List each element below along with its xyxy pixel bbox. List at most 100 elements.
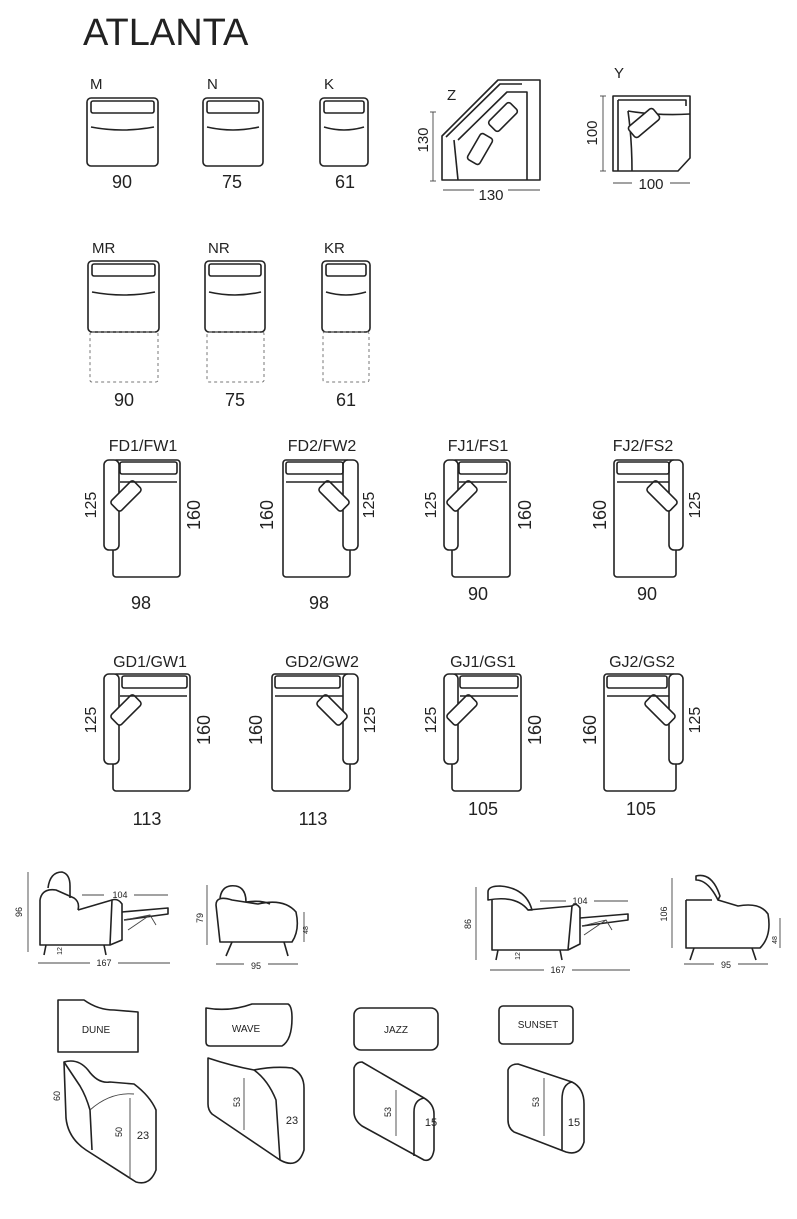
module-code: KR (324, 240, 345, 257)
corner-width: 130 (478, 187, 503, 204)
module-m: M 90 (86, 76, 159, 192)
chaise-gj1-gs1: GJ1/GS1 125 160 105 (423, 654, 545, 819)
chaise-right-dim: 160 (194, 715, 214, 745)
module-code: GD2/GW2 (285, 654, 359, 671)
arm-depth: 23 (137, 1130, 149, 1142)
chaise-width: 105 (468, 799, 498, 819)
arm-name: DUNE (82, 1025, 111, 1036)
chaise-right-dim: 125 (362, 707, 379, 734)
arm-height: 53 (383, 1107, 393, 1117)
side-view-chair-2: 106 48 95 (659, 874, 781, 970)
side-seat-height: 48 (303, 926, 310, 934)
arm-height: 60 (52, 1091, 62, 1101)
module-code: FD2/FW2 (288, 438, 357, 455)
arm-height: 53 (232, 1097, 242, 1107)
module-code: K (324, 76, 334, 93)
arm-jazz: JAZZ 53 15 (353, 1007, 439, 1162)
chaise-right-dim: 160 (525, 715, 545, 745)
chaise-width: 98 (131, 593, 151, 613)
chaise-fd2-fw2: FD2/FW2 160 125 98 (257, 438, 378, 613)
side-length: 167 (550, 965, 565, 975)
module-width: 90 (114, 390, 134, 410)
arm-name: SUNSET (518, 1020, 559, 1031)
module-width: 75 (225, 390, 245, 410)
side-seat: 12 (57, 947, 64, 955)
module-width: 75 (222, 172, 242, 192)
page-title: ATLANTA (83, 12, 249, 54)
module-code: M (90, 76, 103, 93)
corner-depth: 130 (415, 127, 432, 152)
module-n: N 75 (202, 76, 264, 192)
side-length: 167 (96, 958, 111, 968)
module-width: 61 (336, 390, 356, 410)
module-code: NR (208, 240, 230, 257)
chaise-width: 113 (133, 809, 162, 829)
module-code: N (207, 76, 218, 93)
side-seat-height: 48 (772, 936, 779, 944)
side-length: 95 (721, 960, 731, 970)
arm-dune: DUNE 60 50 23 (52, 999, 157, 1184)
arm-inner: 50 (114, 1127, 124, 1137)
chaise-right-dim: 160 (515, 500, 535, 530)
arm-depth: 23 (286, 1115, 298, 1127)
corner-module-z: Z 130 130 (415, 79, 541, 204)
side-view-chair-1: 79 48 95 (195, 884, 310, 971)
module-k: K 61 (319, 76, 369, 192)
module-width: 61 (335, 172, 355, 192)
side-length: 95 (251, 961, 261, 971)
module-code: GD1/GW1 (113, 654, 187, 671)
chaise-fj1-fs1: FJ1/FS1 125 160 90 (423, 438, 535, 604)
chaise-gd2-gw2: GD2/GW2 160 125 113 (246, 654, 379, 829)
chaise-left-dim: 125 (83, 707, 100, 734)
module-code: FJ2/FS2 (613, 438, 674, 455)
chaise-width: 113 (299, 809, 328, 829)
corner-depth: 100 (584, 120, 601, 145)
side-reclined: 104 (112, 890, 127, 900)
side-height: 96 (14, 907, 24, 917)
arm-name: WAVE (232, 1024, 261, 1035)
module-code: MR (92, 240, 115, 257)
arm-wave: WAVE 53 23 (205, 1003, 305, 1165)
chaise-left-dim: 160 (580, 715, 600, 745)
side-view-recliner-2: 86 104 12 167 (463, 885, 630, 975)
chaise-left-dim: 160 (257, 500, 277, 530)
corner-module-y: Y 100 100 (584, 65, 691, 193)
module-code: Y (614, 65, 624, 82)
side-reclined: 104 (572, 896, 587, 906)
arm-depth: 15 (425, 1117, 437, 1129)
side-seat: 12 (515, 952, 522, 960)
module-code: FJ1/FS1 (448, 438, 509, 455)
chaise-width: 90 (468, 584, 488, 604)
arm-sunset: SUNSET 53 15 (498, 1005, 585, 1154)
chaise-width: 105 (626, 799, 656, 819)
chaise-right-dim: 125 (687, 707, 704, 734)
arm-height: 53 (531, 1097, 541, 1107)
chaise-left-dim: 125 (423, 492, 440, 519)
module-code: FD1/FW1 (109, 438, 178, 455)
side-view-recliner-1: 96 104 12 167 (14, 871, 170, 968)
module-kr: KR 61 (321, 240, 371, 410)
module-code: Z (447, 87, 456, 104)
chaise-width: 90 (637, 584, 657, 604)
corner-width: 100 (638, 176, 663, 193)
chaise-right-dim: 125 (687, 492, 704, 519)
side-height: 86 (463, 919, 473, 929)
chaise-gj2-gs2: GJ2/GS2 160 125 105 (580, 654, 704, 819)
chaise-width: 98 (309, 593, 329, 613)
chaise-fd1-fw1: FD1/FW1 125 160 98 (83, 438, 204, 613)
module-code: GJ2/GS2 (609, 654, 675, 671)
chaise-fj2-fs2: FJ2/FS2 160 125 90 (590, 438, 704, 604)
chaise-left-dim: 160 (246, 715, 266, 745)
chaise-right-dim: 125 (361, 492, 378, 519)
arm-depth: 15 (568, 1117, 580, 1129)
chaise-right-dim: 160 (184, 500, 204, 530)
chaise-gd1-gw1: GD1/GW1 125 160 113 (83, 654, 214, 829)
side-height: 79 (195, 913, 205, 923)
module-mr: MR 90 (87, 240, 160, 410)
module-code: GJ1/GS1 (450, 654, 516, 671)
chaise-left-dim: 125 (83, 492, 100, 519)
chaise-left-dim: 160 (590, 500, 610, 530)
side-height: 106 (659, 906, 669, 921)
module-width: 90 (112, 172, 132, 192)
